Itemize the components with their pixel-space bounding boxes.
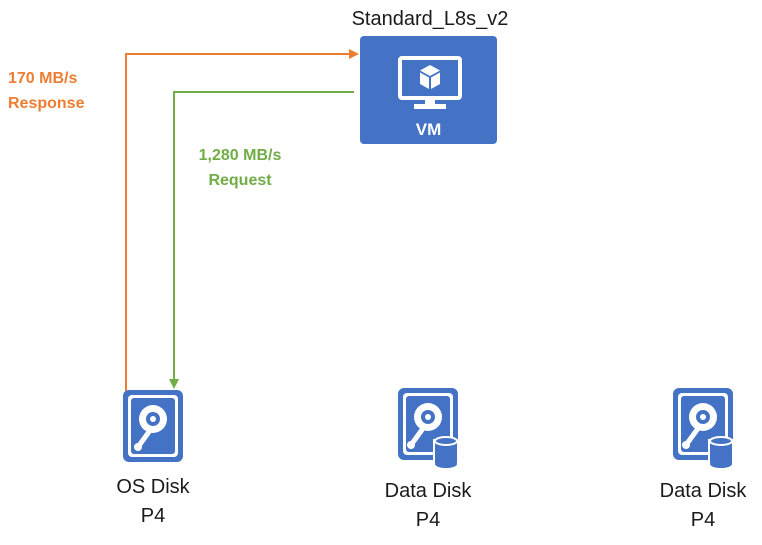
os-disk-label: OS Disk P4 [83,473,223,531]
request-flow-label: 1,280 MB/s Request [175,143,305,193]
vm-label: VM [415,120,442,139]
disk-name: OS Disk [116,476,190,498]
hard-disk-database-icon[interactable] [672,387,742,469]
response-rate: 170 MB/s [8,70,78,87]
vm-size-title: Standard_L8s_v2 [351,8,509,30]
data-disk-1-label: Data Disk P4 [358,477,498,535]
response-text: Response [8,95,85,112]
disk-name: Data Disk [659,480,747,502]
request-rate: 1,280 MB/s [198,147,282,164]
disk-name: Data Disk [384,480,472,502]
response-flow-label: 170 MB/s Response [8,66,84,116]
request-text: Request [208,172,272,189]
disk-tier: P4 [415,509,441,531]
hard-disk-icon[interactable] [122,389,184,463]
disk-tier: P4 [690,509,716,531]
hard-disk-database-icon[interactable] [397,387,467,469]
vm-node[interactable] [360,36,497,144]
data-disk-2-label: Data Disk P4 [633,477,762,535]
response-arrow [125,49,359,392]
request-arrow [169,91,354,389]
disk-tier: P4 [140,505,166,527]
monitor-with-cube-icon [398,56,462,109]
